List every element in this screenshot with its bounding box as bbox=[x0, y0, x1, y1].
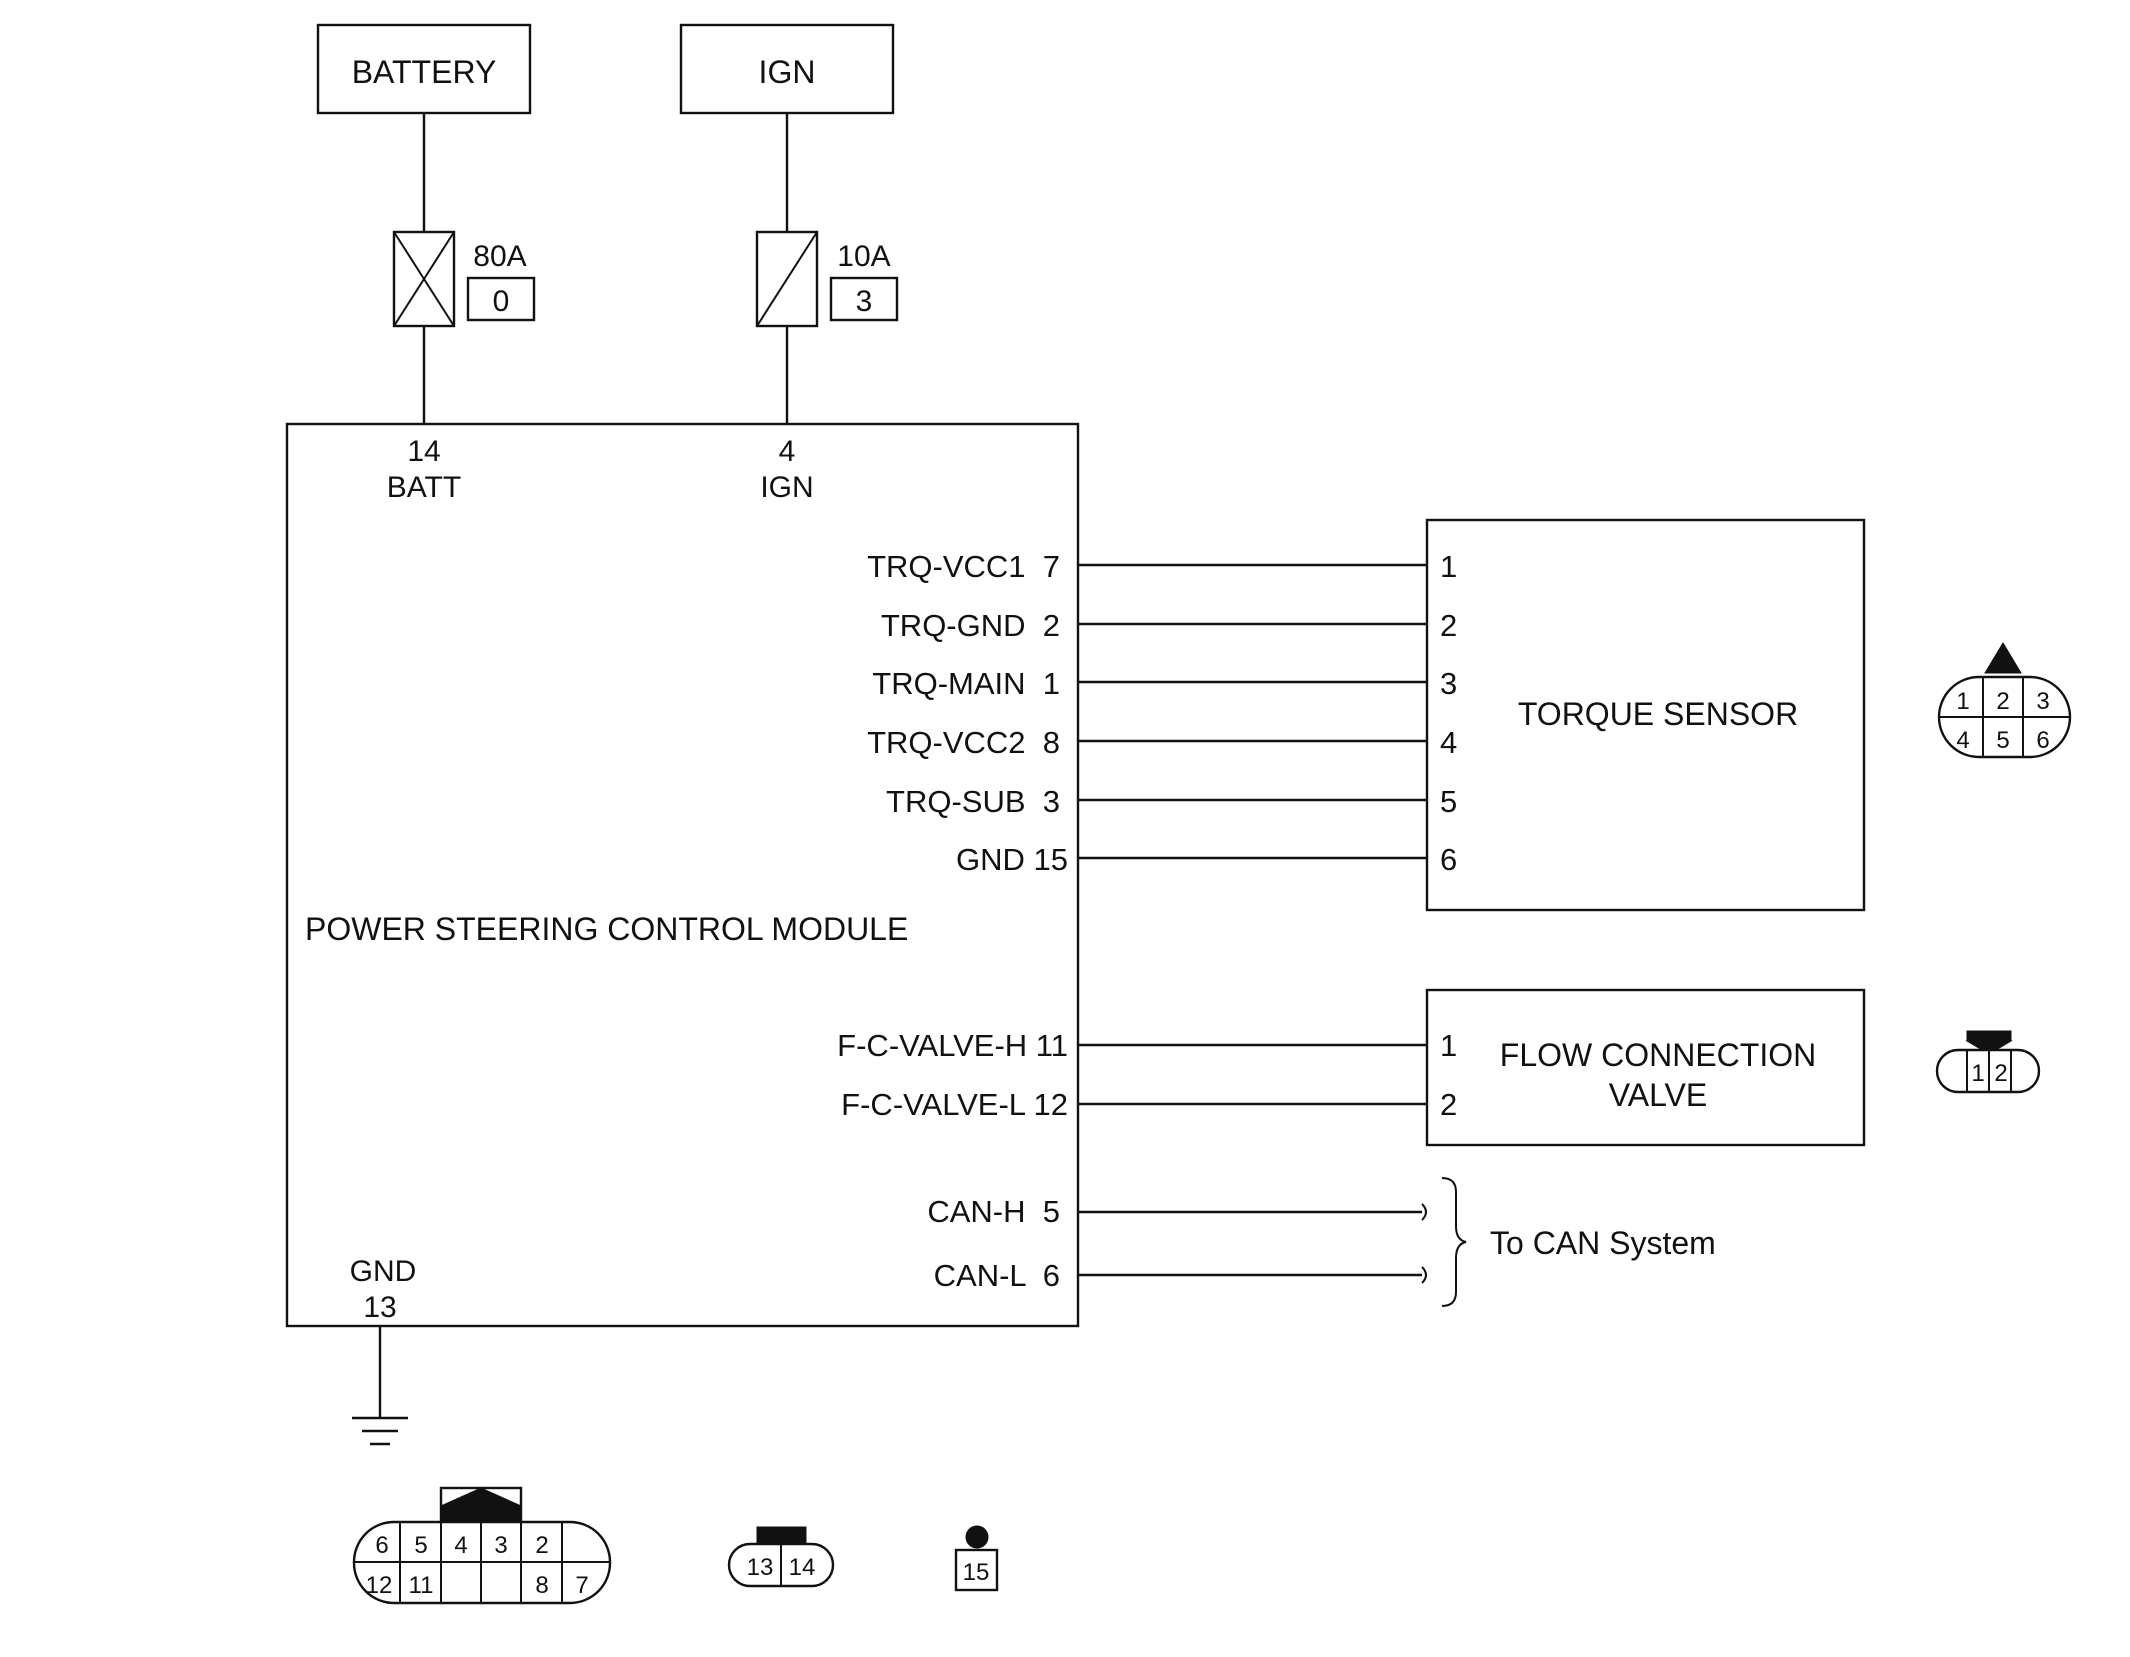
torque-sensor-pin-5: 5 bbox=[1440, 784, 1457, 819]
conn-ts-pin: 6 bbox=[2036, 727, 2049, 754]
conn-main-pin: 5 bbox=[414, 1532, 427, 1559]
torque-sensor-connector-icon: 1 2 3 4 5 6 bbox=[1937, 642, 2072, 759]
torque-sensor-pin-2: 2 bbox=[1440, 608, 1457, 643]
battery-source: BATTERY bbox=[316, 23, 532, 115]
conn-power-pin: 14 bbox=[789, 1554, 816, 1581]
conn-main-pin: 2 bbox=[535, 1532, 548, 1559]
can-label: To CAN System bbox=[1490, 1225, 1716, 1261]
conn-ts-pin: 5 bbox=[1996, 727, 2009, 754]
battery-fuse: 80A 0 bbox=[392, 230, 536, 328]
conn-main-pin: 4 bbox=[454, 1532, 467, 1559]
conn-main-pin: 3 bbox=[494, 1532, 507, 1559]
torque-sensor: 1 2 3 4 5 6 TORQUE SENSOR bbox=[1425, 518, 1866, 912]
power-steering-control-module: 14 BATT 4 IGN POWER STEERING CONTROL MOD… bbox=[285, 422, 1080, 1328]
module-power-connector-icon: 13 14 bbox=[727, 1526, 835, 1588]
module-gnd-pin-num: 13 bbox=[363, 1291, 396, 1324]
torque-sensor-label: TORQUE SENSOR bbox=[1518, 696, 1798, 732]
module-main-connector-icon: 6 5 4 3 2 12 11 8 7 bbox=[352, 1486, 612, 1605]
flow-valve-label-line2: VALVE bbox=[1609, 1077, 1707, 1113]
module-batt-pin-name: BATT bbox=[387, 471, 461, 504]
conn-main-pin: 11 bbox=[409, 1572, 434, 1599]
conn-fv-pin: 1 bbox=[1971, 1060, 1984, 1087]
conn-main-pin: 7 bbox=[575, 1572, 588, 1599]
pin-trq-gnd: TRQ-GND 2 bbox=[881, 608, 1060, 643]
pin-can-h: CAN-H 5 bbox=[927, 1194, 1060, 1229]
flow-valve-pin-2: 2 bbox=[1440, 1087, 1457, 1122]
module-batt-pin-num: 14 bbox=[407, 435, 440, 468]
battery-fuse-rating: 80A bbox=[473, 240, 526, 273]
module-ign-pin-num: 4 bbox=[779, 435, 796, 468]
conn-main-pin: 8 bbox=[535, 1572, 548, 1599]
pin-f-c-valve-h: F-C-VALVE-H 11 bbox=[837, 1028, 1068, 1063]
pin-trq-sub: TRQ-SUB 3 bbox=[886, 784, 1060, 819]
conn-ts-pin: 1 bbox=[1956, 688, 1969, 715]
ign-fuse-rating: 10A bbox=[837, 240, 890, 273]
torque-sensor-pin-3: 3 bbox=[1440, 666, 1457, 701]
conn-single-pin: 15 bbox=[963, 1559, 990, 1586]
conn-main-pin: 6 bbox=[375, 1532, 388, 1559]
flow-valve-label-line1: FLOW CONNECTION bbox=[1500, 1037, 1816, 1073]
conn-fv-pin: 2 bbox=[1994, 1060, 2007, 1087]
ign-fuse: 10A 3 bbox=[755, 230, 899, 328]
module-title: POWER STEERING CONTROL MODULE bbox=[305, 911, 908, 947]
pin-trq-vcc1: TRQ-VCC1 7 bbox=[867, 549, 1060, 584]
flow-valve-pin-1: 1 bbox=[1440, 1028, 1457, 1063]
pin-trq-main: TRQ-MAIN 1 bbox=[872, 666, 1060, 701]
ground-symbol-icon bbox=[352, 1326, 408, 1446]
module-gnd-pin-name: GND bbox=[350, 1255, 417, 1288]
pin-trq-vcc2: TRQ-VCC2 8 bbox=[867, 725, 1060, 760]
torque-sensor-pin-4: 4 bbox=[1440, 725, 1457, 760]
conn-power-pin: 13 bbox=[747, 1554, 774, 1581]
conn-main-pin: 12 bbox=[366, 1572, 393, 1599]
pin-gnd-15: GND 15 bbox=[956, 842, 1068, 877]
can-brace-icon bbox=[1441, 1177, 1467, 1307]
conn-ts-pin: 2 bbox=[1996, 688, 2009, 715]
flow-valve-connector-icon: 1 2 bbox=[1935, 1030, 2041, 1094]
pin-f-c-valve-l: F-C-VALVE-L 12 bbox=[841, 1087, 1068, 1122]
module-single-connector-icon: 15 bbox=[954, 1525, 999, 1592]
module-ign-pin-name: IGN bbox=[760, 471, 813, 504]
conn-ts-pin: 3 bbox=[2036, 688, 2049, 715]
can-wiring: To CAN System bbox=[1078, 1177, 1716, 1307]
battery-fuse-number: 0 bbox=[493, 285, 510, 318]
battery-label: BATTERY bbox=[352, 54, 497, 90]
pin-can-l: CAN-L 6 bbox=[934, 1258, 1060, 1293]
torque-sensor-pin-6: 6 bbox=[1440, 842, 1457, 877]
conn-ts-pin: 4 bbox=[1956, 727, 1969, 754]
ign-fuse-number: 3 bbox=[856, 285, 873, 318]
torque-sensor-pin-1: 1 bbox=[1440, 549, 1457, 584]
flow-connection-valve: 1 2 FLOW CONNECTION VALVE bbox=[1425, 988, 1866, 1147]
ign-label: IGN bbox=[759, 54, 816, 90]
ign-source: IGN bbox=[679, 23, 895, 115]
